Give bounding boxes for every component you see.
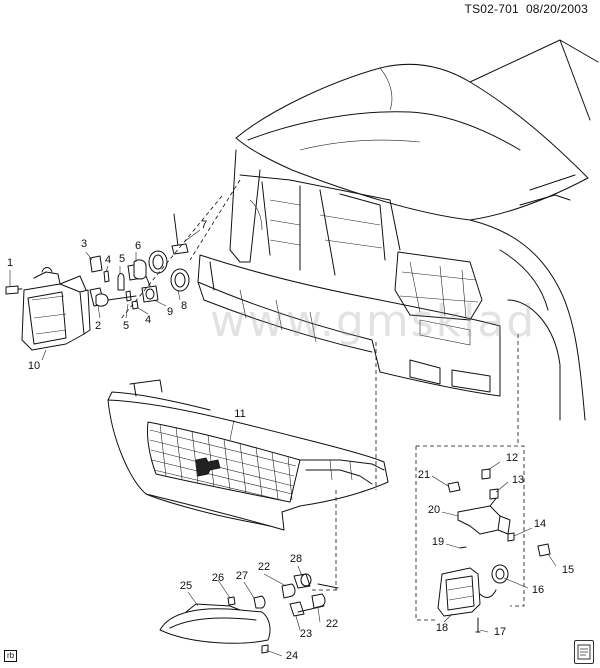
callout-12: 12 xyxy=(505,452,519,464)
callout-4b: 4 xyxy=(144,314,152,326)
callout-21: 21 xyxy=(417,469,431,481)
callout-leaders xyxy=(9,229,557,657)
marker-lamp-assembly xyxy=(159,573,339,654)
callout-22a: 22 xyxy=(257,561,271,573)
callout-9: 9 xyxy=(166,306,174,318)
callout-25: 25 xyxy=(179,580,193,592)
callout-7: 7 xyxy=(200,219,208,231)
callout-17: 17 xyxy=(493,626,507,638)
callout-11: 11 xyxy=(234,408,246,420)
diagram-header: TS02-701 08/20/2003 xyxy=(465,2,588,16)
callout-15: 15 xyxy=(561,564,575,576)
callout-10: 10 xyxy=(27,360,41,372)
callout-3: 3 xyxy=(80,238,88,250)
callout-5a: 5 xyxy=(118,253,126,265)
callout-13: 13 xyxy=(511,474,525,486)
callout-28: 28 xyxy=(289,553,303,565)
callout-23: 23 xyxy=(299,628,313,640)
callout-5b: 5 xyxy=(122,320,130,332)
diagram-date: 08/20/2003 xyxy=(525,2,588,16)
logo-mark-icon xyxy=(577,644,591,660)
headlamp-assembly xyxy=(5,213,190,351)
callout-2: 2 xyxy=(94,320,102,332)
callout-8: 8 xyxy=(180,300,188,312)
callout-20: 20 xyxy=(427,504,441,516)
callout-26: 26 xyxy=(211,572,225,584)
fog-lamp-assembly xyxy=(437,468,551,633)
manufacturer-logo-icon xyxy=(574,640,594,664)
grille-assembly xyxy=(107,379,389,531)
callout-1: 1 xyxy=(6,257,14,269)
diagram-code: TS02-701 xyxy=(464,2,519,16)
callout-6: 6 xyxy=(134,240,142,252)
reference-leader-lines xyxy=(119,179,525,621)
vehicle-front xyxy=(197,39,599,421)
callout-27: 27 xyxy=(235,570,249,582)
callout-18: 18 xyxy=(435,622,449,634)
callout-24: 24 xyxy=(285,650,299,662)
callout-14: 14 xyxy=(533,518,547,530)
corner-tag: rb xyxy=(4,650,18,662)
callout-22b: 22 xyxy=(325,618,339,630)
callout-19: 19 xyxy=(431,536,445,548)
callout-4a: 4 xyxy=(104,254,112,266)
callout-16: 16 xyxy=(531,584,545,596)
